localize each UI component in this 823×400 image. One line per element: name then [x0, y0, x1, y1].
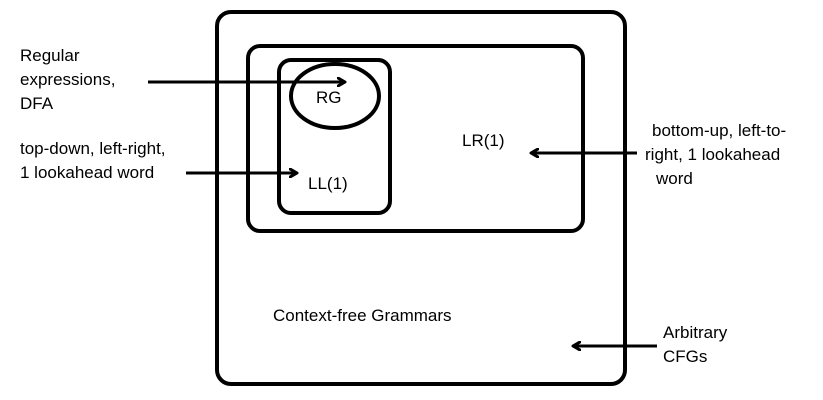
- arbitrary-annotation-line-1: Arbitrary: [663, 323, 728, 342]
- ll1-label: LL(1): [308, 174, 348, 193]
- bottomup-annotation-line-1: bottom-up, left-to-: [652, 121, 787, 140]
- topdown-annotation-line-1: top-down, left-right,: [20, 139, 166, 158]
- regex-annotation-line-3: DFA: [20, 94, 54, 113]
- arbitrary-annotation-line-2: CFGs: [663, 347, 708, 366]
- ll1-box: [277, 58, 392, 215]
- lr1-box: [246, 44, 585, 233]
- lr1-label: LR(1): [462, 131, 505, 150]
- cfg-box: [215, 10, 627, 386]
- bottomup-annotation-line-3: word: [656, 169, 693, 188]
- regex-annotation-line-1: Regular: [20, 46, 80, 65]
- rg-label: RG: [316, 88, 342, 107]
- rg-ellipse: [289, 62, 381, 130]
- bottomup-annotation-line-2: right, 1 lookahead: [645, 145, 781, 164]
- regex-annotation-line-2: expressions,: [20, 70, 116, 89]
- topdown-annotation-line-2: 1 lookahead word: [20, 163, 155, 182]
- cfg-label: Context-free Grammars: [273, 306, 452, 325]
